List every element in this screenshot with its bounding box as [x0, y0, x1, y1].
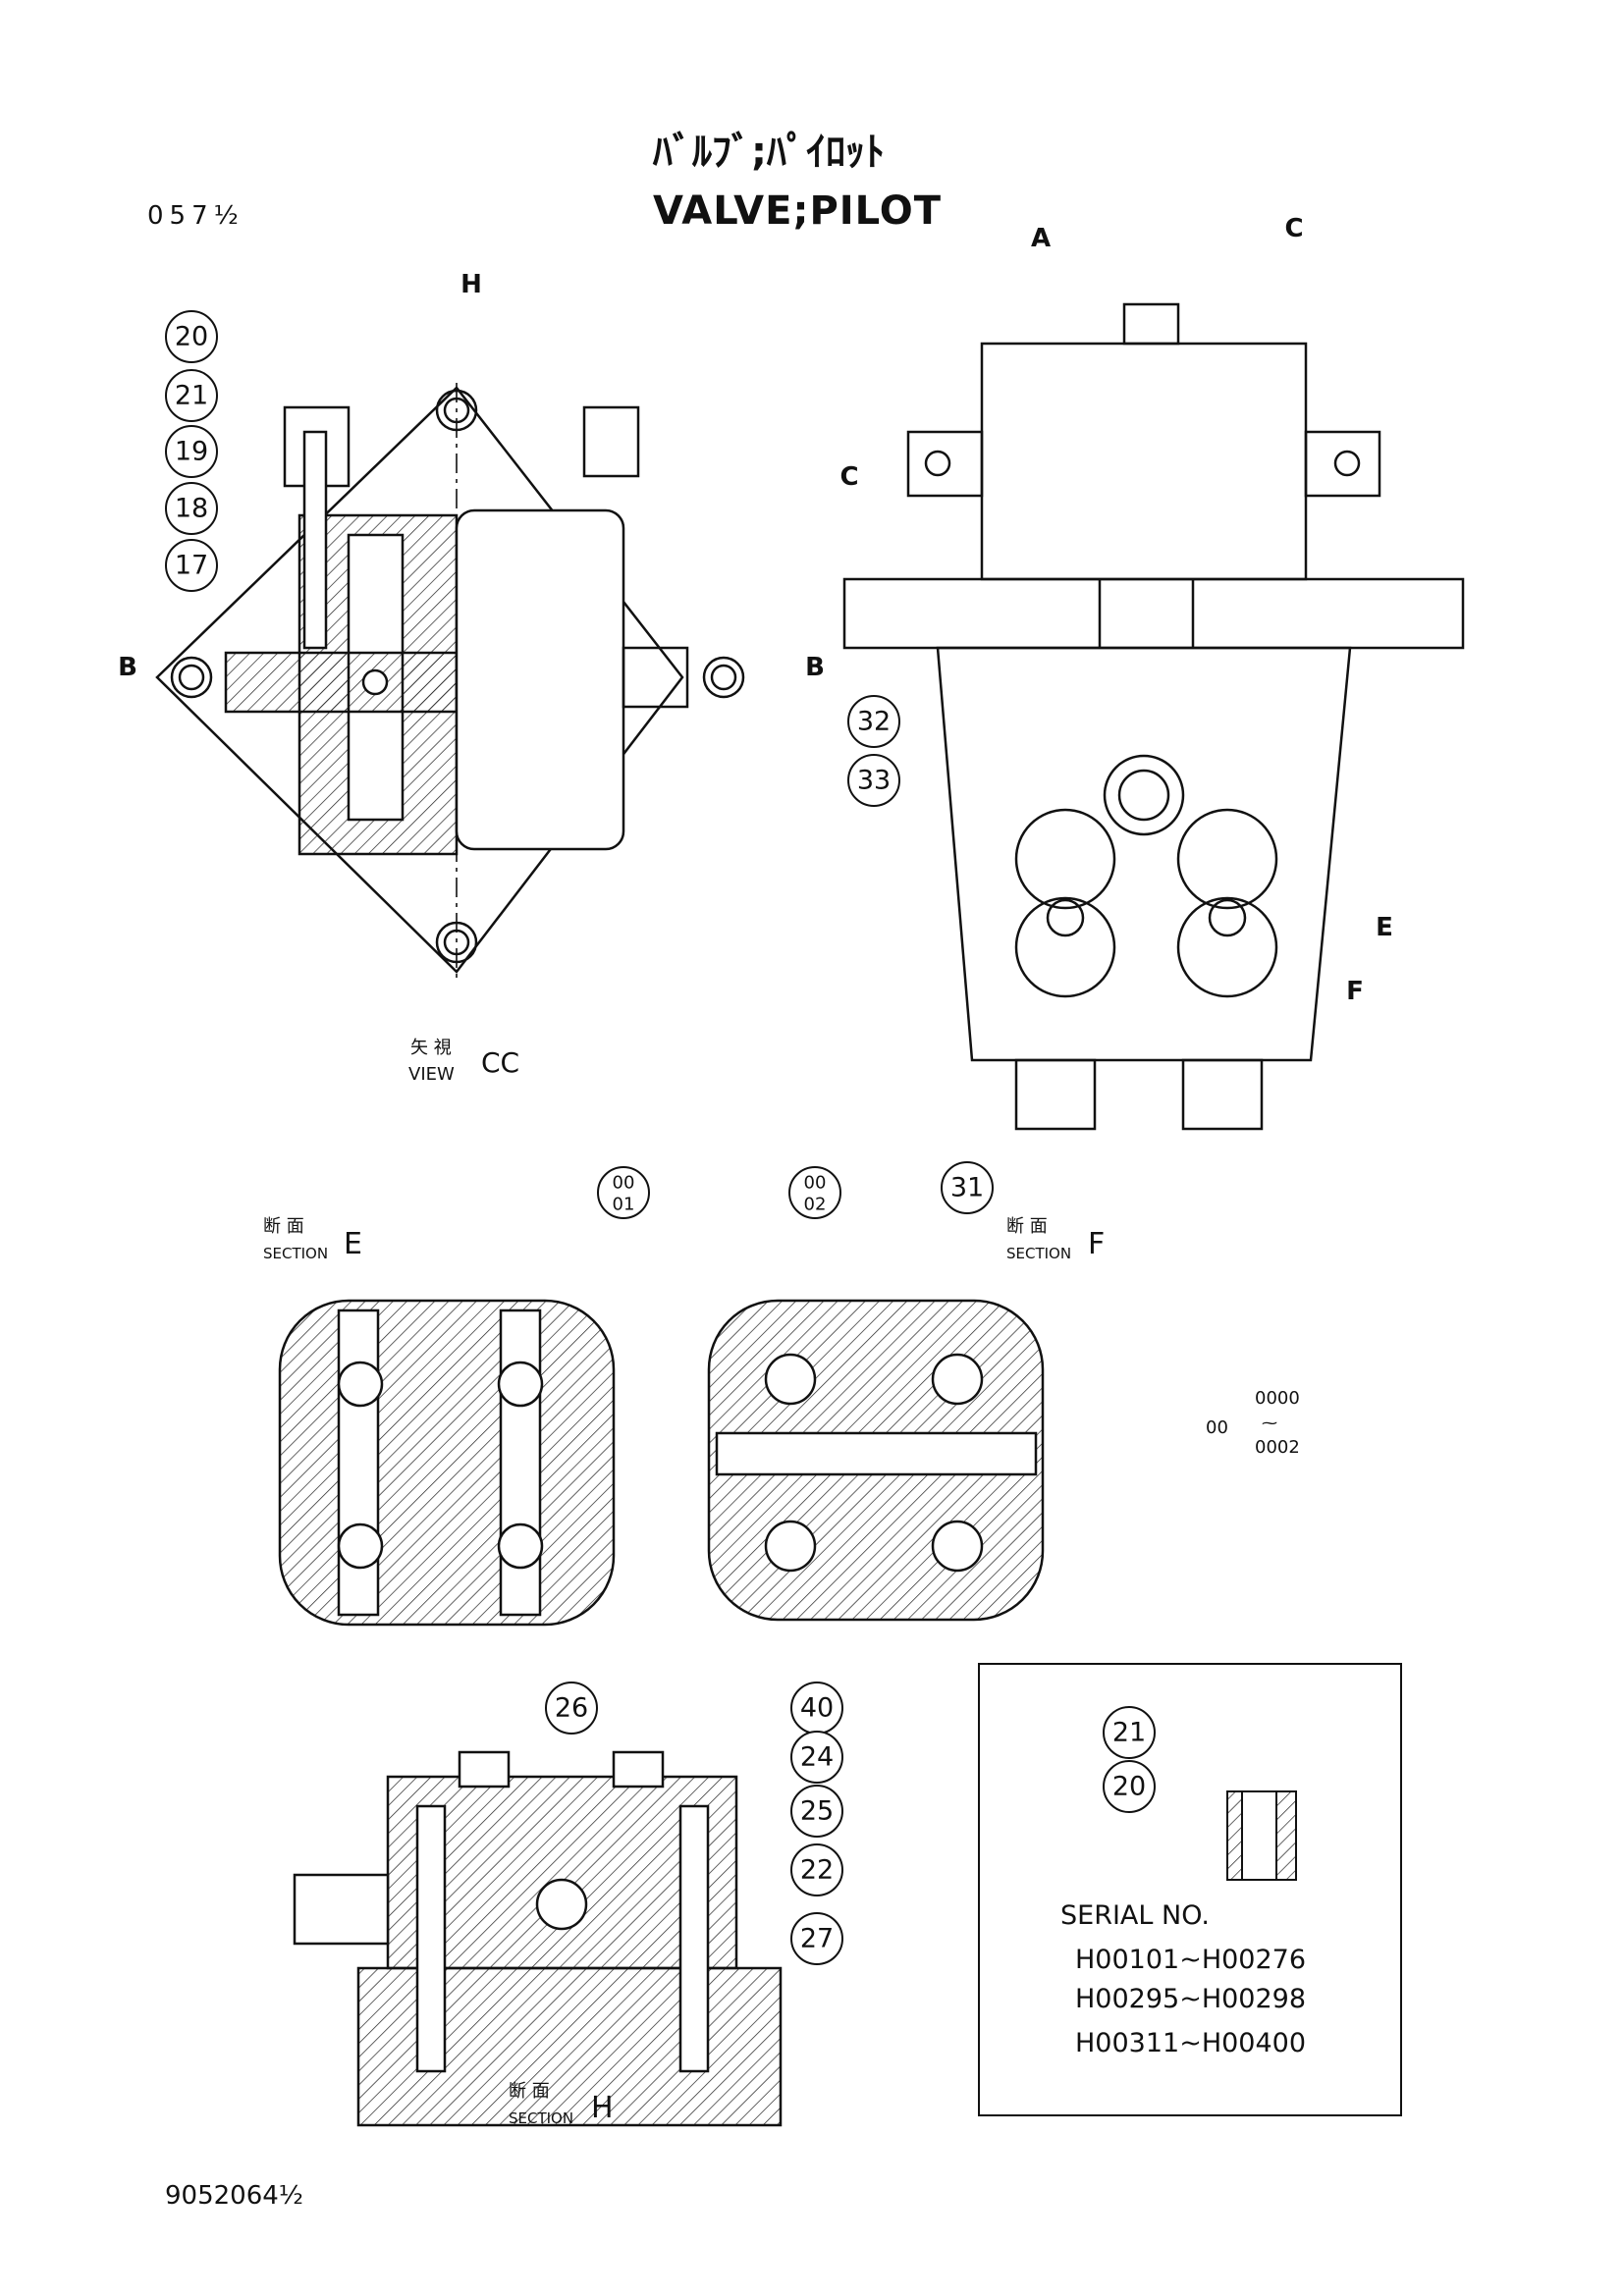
page-code: 057½ [147, 201, 244, 231]
section-e-id: E [344, 1227, 362, 1261]
serial-detail-drawing [1226, 1790, 1297, 1881]
view-cc-id: CC [481, 1046, 519, 1079]
callout-20: 20 [175, 322, 208, 352]
drawing-number: 9052064½ [165, 2181, 303, 2211]
section-e-jp: 断 面 [263, 1216, 304, 1237]
callout-22: 22 [800, 1855, 834, 1886]
section-h-en: SECTION [509, 2109, 573, 2127]
callout-32: 32 [857, 707, 891, 737]
view-arrow-c-left: C [839, 462, 858, 492]
callout-21-detail: 21 [1112, 1718, 1146, 1748]
view-cc-en: VIEW [408, 1064, 455, 1085]
section-h-id: H [591, 2091, 614, 2125]
section-e-en: SECTION [263, 1245, 328, 1262]
range-note-from: 0000 [1255, 1388, 1300, 1409]
main-view-drawing [842, 302, 1465, 1131]
range-note-to: 0002 [1255, 1437, 1300, 1458]
view-arrow-a: A [1031, 224, 1051, 253]
serial-range-2: H00295~H00298 [1075, 1984, 1306, 2014]
callout-20-detail: 20 [1112, 1772, 1146, 1802]
section-f-jp: 断 面 [1006, 1216, 1048, 1237]
range-note-prefix: 00 [1206, 1417, 1228, 1438]
callout-24: 24 [800, 1742, 834, 1773]
section-f-en: SECTION [1006, 1245, 1071, 1262]
fraction-callout-1-top: 00 [613, 1173, 635, 1194]
view-arrow-e: E [1376, 913, 1393, 942]
callout-33: 33 [857, 766, 891, 796]
serial-heading: SERIAL NO. [1060, 1900, 1210, 1931]
serial-range-1: H00101~H00276 [1075, 1945, 1306, 1975]
callout-18: 18 [175, 494, 208, 524]
callout-19: 19 [175, 437, 208, 467]
fraction-callout-2-bottom: 02 [804, 1195, 827, 1215]
serial-range-3: H00311~H00400 [1075, 2028, 1306, 2058]
callout-31: 31 [950, 1173, 984, 1203]
title-japanese: ﾊﾞﾙﾌﾞ;ﾊﾟｲﾛｯﾄ [652, 130, 885, 175]
view-arrow-f: F [1346, 977, 1364, 1006]
title-english: VALVE;PILOT [653, 188, 942, 234]
serial-box [978, 1663, 1402, 2116]
callout-25: 25 [800, 1796, 834, 1827]
section-h-drawing [293, 1750, 783, 2127]
callout-27: 27 [800, 1924, 834, 1954]
section-f-id: F [1088, 1227, 1105, 1261]
view-cc-drawing [155, 383, 745, 982]
callout-26: 26 [555, 1693, 588, 1724]
view-arrow-b-left: B [118, 653, 137, 682]
section-e-drawing [278, 1299, 616, 1627]
callout-21: 21 [175, 381, 208, 411]
fraction-callout-1-bottom: 01 [613, 1195, 635, 1215]
range-note-separator: ⁓ [1262, 1414, 1277, 1432]
fraction-callout-2-top: 00 [804, 1173, 827, 1194]
view-arrow-c-top: C [1284, 214, 1303, 243]
callout-17: 17 [175, 551, 208, 581]
view-arrow-h: H [460, 270, 482, 299]
view-cc-jp: 矢 視 [410, 1038, 452, 1058]
view-arrow-b-right: B [805, 653, 825, 682]
section-h-jp: 断 面 [509, 2081, 550, 2102]
callout-40: 40 [800, 1693, 834, 1724]
section-f-drawing [707, 1299, 1045, 1622]
